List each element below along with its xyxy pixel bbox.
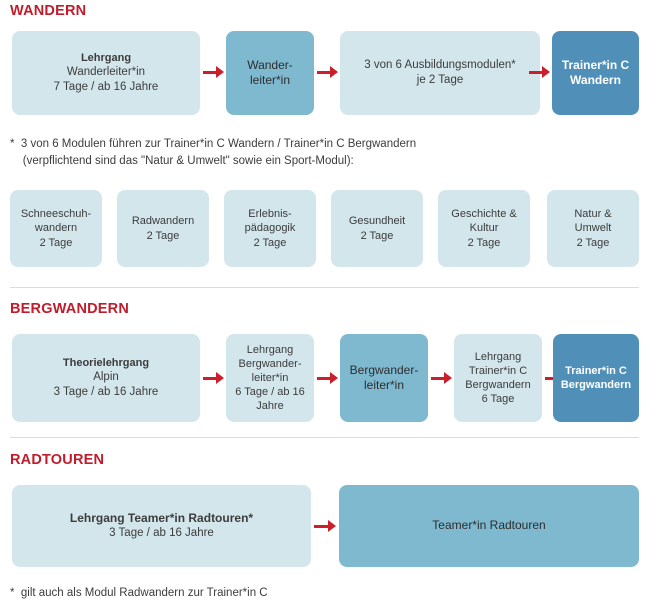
box-line: Bergwandern [465, 379, 531, 391]
arrow-right-icon [203, 66, 224, 78]
box-line: 3 Tage / ab 16 Jahre [109, 527, 214, 540]
box-line: Bergwander- [238, 357, 302, 370]
section-heading-wandern: WANDERN [10, 3, 87, 19]
footnote-radwandern-module: * gilt auch als Modul Radwandern zur Tra… [10, 587, 268, 599]
box-line: Lehrgang [474, 350, 522, 363]
flow-box-lehrgang-bergwanderleiterin: Lehrgang Bergwander- leiter*in 6 Tage / … [226, 334, 314, 422]
flow-box-ausbildungsmodule: 3 von 6 Ausbildungsmodulen* je 2 Tage [340, 31, 540, 115]
box-line: Radwandern [131, 215, 195, 228]
footnote-module-requirements: * 3 von 6 Modulen führen zur Trainer*in … [10, 138, 417, 168]
arrow-right-icon [314, 520, 336, 532]
module-box-gesundheit: Gesundheit 2 Tage [331, 190, 423, 267]
flow-box-teamerin-radtouren: Teamer*in Radtouren [339, 485, 639, 567]
box-line: wandern [34, 222, 78, 235]
box-line: Geschichte & [451, 208, 517, 221]
box-line: 3 Tage / ab 16 Jahre [53, 386, 159, 399]
box-line: 2 Tage [146, 229, 180, 242]
box-line: Wander- [247, 57, 293, 72]
box-line: Bergwandern [560, 379, 632, 391]
box-line: Lehrgang [80, 52, 132, 65]
box-line: je 2 Tage [416, 74, 464, 86]
box-line: 2 Tage [576, 236, 610, 249]
section-heading-radtouren: RADTOUREN [10, 452, 105, 468]
box-line: Theorielehrgang [62, 357, 150, 370]
box-line: Natur & [574, 208, 612, 221]
box-line: 7 Tage / ab 16 Jahre [53, 81, 159, 94]
flow-box-theorielehrgang-alpin: Theorielehrgang Alpin 3 Tage / ab 16 Jah… [12, 334, 200, 422]
flow-box-trainerin-c-bergwandern: Trainer*in C Bergwandern [553, 334, 639, 422]
box-line: Trainer*in C [565, 364, 627, 377]
module-box-geschichte-kultur: Geschichte & Kultur 2 Tage [438, 190, 530, 267]
box-line: 2 Tage [467, 236, 501, 249]
box-line: Trainer*in C [468, 364, 528, 377]
flow-box-bergwanderleiterin: Bergwander- leiter*in [340, 334, 428, 422]
box-line: leiter*in [251, 371, 289, 384]
arrow-right-icon [529, 66, 550, 78]
box-line: leiter*in [249, 73, 291, 87]
box-line: Bergwander- [349, 362, 419, 377]
box-line: Wandern [570, 73, 621, 87]
module-box-natur-umwelt: Natur & Umwelt 2 Tage [547, 190, 639, 267]
section-divider [10, 437, 639, 438]
box-line: Erlebnis- [248, 208, 292, 221]
box-line: Umwelt [574, 222, 612, 235]
box-line: Lehrgang [246, 343, 294, 356]
box-line: pädagogik [244, 222, 296, 235]
module-box-erlebnispaedagogik: Erlebnis- pädagogik 2 Tage [224, 190, 316, 267]
box-line: Trainer*in C [561, 57, 630, 72]
arrow-right-icon [317, 372, 338, 384]
module-box-radwandern: Radwandern 2 Tage [117, 190, 209, 267]
arrow-right-icon [317, 66, 338, 78]
module-box-schneeschuhwandern: Schneeschuh- wandern 2 Tage [10, 190, 102, 267]
box-line: Jahre [256, 400, 284, 413]
flow-box-wanderleiterin: Wander- leiter*in [226, 31, 314, 115]
box-line: Gesundheit [348, 215, 406, 228]
box-line: Alpin [93, 371, 119, 384]
section-heading-bergwandern: BERGWANDERN [10, 301, 130, 317]
section-divider [10, 287, 639, 288]
box-line: 6 Tage / ab 16 [235, 386, 305, 399]
flow-box-trainerin-c-wandern: Trainer*in C Wandern [552, 31, 639, 115]
arrow-right-icon [431, 372, 452, 384]
flow-box-lehrgang-trainerin-c-bergwandern: Lehrgang Trainer*in C Bergwandern 6 Tage [454, 334, 542, 422]
box-line: 2 Tage [253, 236, 287, 249]
flow-box-lehrgang-wanderleiterin: Lehrgang Wanderleiter*in 7 Tage / ab 16 … [12, 31, 200, 115]
box-line: leiter*in [363, 378, 405, 392]
box-line: Kultur [469, 222, 499, 235]
box-line: Wanderleiter*in [66, 66, 146, 79]
box-line: Teamer*in Radtouren [432, 518, 546, 533]
flow-box-lehrgang-teamerin-radtouren: Lehrgang Teamer*in Radtouren* 3 Tage / a… [12, 485, 311, 567]
box-line: 6 Tage [481, 393, 515, 406]
arrow-right-icon [203, 372, 224, 384]
box-line: Schneeschuh- [20, 208, 92, 221]
box-line: 2 Tage [39, 236, 73, 249]
box-line: 3 von 6 Ausbildungsmodulen* [364, 59, 516, 72]
box-line: 2 Tage [360, 229, 394, 242]
box-line: Lehrgang Teamer*in Radtouren* [69, 510, 254, 525]
